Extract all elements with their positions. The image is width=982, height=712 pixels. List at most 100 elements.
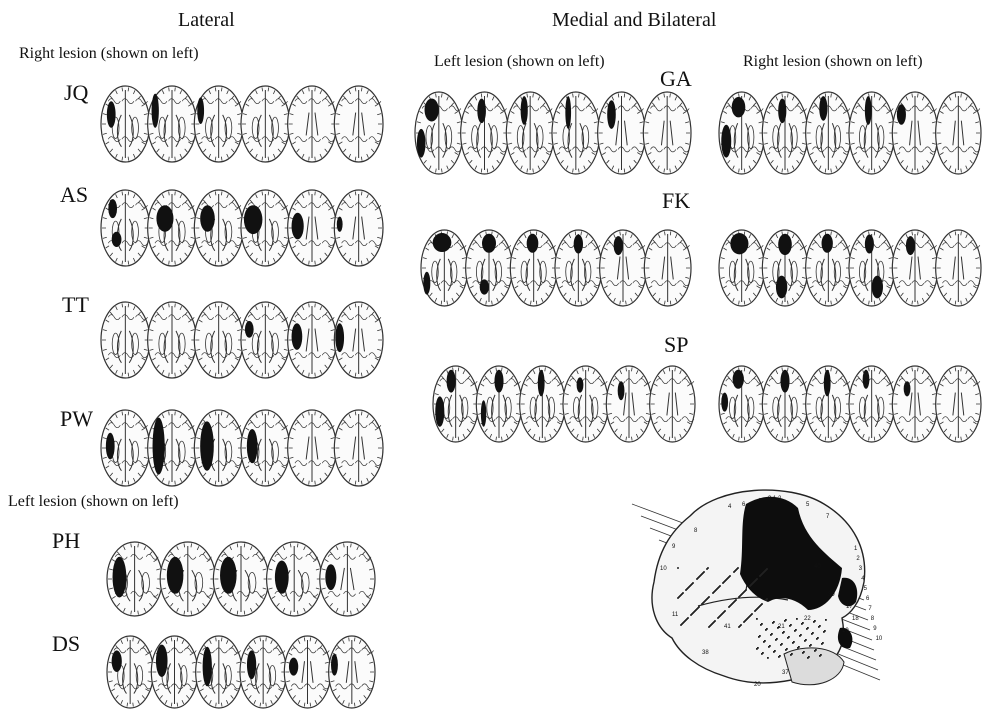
area-number: 19	[842, 628, 849, 634]
lesion-mark	[494, 370, 503, 393]
coronal-section	[334, 410, 383, 486]
coronal-section	[101, 190, 150, 266]
coronal-section	[606, 366, 651, 442]
lesion-mark	[244, 205, 262, 234]
lesion-mark	[721, 393, 728, 412]
lesion-mark	[614, 236, 623, 255]
lesion-mark	[325, 564, 336, 590]
area-number: 21	[778, 624, 785, 630]
lateral-right-lesion-label: Right lesion (shown on left)	[19, 46, 199, 62]
coronal-section	[194, 190, 243, 266]
coronal-section	[194, 302, 243, 378]
area-number: 40	[814, 564, 821, 570]
lesion-mark	[337, 217, 343, 232]
lesion-mark	[417, 129, 426, 158]
brain-sections-ga-left	[414, 90, 692, 176]
coronal-section	[892, 92, 937, 174]
brain-sections-fk-right	[718, 228, 982, 308]
patient-label: JQ	[64, 82, 88, 104]
lesion-mark	[721, 125, 731, 158]
lateral-header: Lateral	[178, 10, 235, 30]
area-number: 20	[754, 682, 761, 688]
lesion-mark	[863, 370, 870, 389]
lesion-mark	[203, 647, 212, 687]
lesion-mark	[865, 96, 872, 125]
section-number: 9	[873, 626, 877, 632]
coronal-section	[598, 92, 646, 174]
brain-sections-ds	[106, 634, 376, 710]
coronal-section	[101, 302, 150, 378]
coronal-section	[650, 366, 695, 442]
lesion-mark	[247, 429, 258, 463]
lesion-mark	[292, 323, 303, 350]
coronal-section	[849, 366, 894, 442]
coronal-section	[267, 542, 322, 616]
coronal-section	[936, 366, 981, 442]
lesion-mark	[112, 650, 122, 672]
area-number: 18	[852, 616, 859, 622]
lesion-mark	[247, 650, 256, 679]
coronal-section	[288, 410, 337, 486]
lesion-mark	[607, 100, 616, 129]
brain-sections-tt	[100, 300, 384, 380]
coronal-section	[563, 366, 608, 442]
coronal-section	[643, 92, 691, 174]
lesion-mark	[200, 421, 214, 470]
coronal-section	[194, 86, 243, 162]
lesion-mark	[521, 96, 528, 125]
section-number: 8	[871, 616, 875, 622]
area-number: 11	[672, 612, 679, 618]
lesion-mark	[872, 276, 883, 299]
lesion-mark	[292, 213, 304, 240]
lesion-mark	[824, 370, 831, 397]
patient-label: PW	[60, 408, 93, 430]
lesion-mark	[423, 272, 430, 295]
area-number: 37	[782, 670, 789, 676]
lesion-mark	[897, 104, 906, 125]
lesion-mark	[618, 381, 625, 400]
lesion-mark	[167, 557, 184, 594]
lesion-mark	[822, 234, 833, 253]
lesion-mark	[107, 101, 116, 128]
medial-right-lesion-label: Right lesion (shown on left)	[743, 54, 923, 70]
patient-label: DS	[52, 633, 80, 655]
lesion-mark	[275, 561, 289, 594]
coronal-section	[600, 230, 647, 306]
lesion-mark	[156, 645, 168, 677]
area-number: 17	[846, 604, 853, 610]
coronal-section	[806, 92, 851, 174]
brain-sections-ga-right	[718, 90, 982, 176]
coronal-section	[936, 230, 981, 306]
lesion-mark	[565, 96, 571, 129]
lesion-mark	[780, 370, 789, 393]
lesion-mark	[482, 234, 496, 253]
coronal-section	[241, 302, 290, 378]
patient-label: TT	[62, 294, 89, 316]
lesion-mark	[481, 400, 486, 427]
coronal-section	[196, 636, 242, 708]
cerebellum	[784, 648, 844, 685]
lesion-mark	[904, 381, 911, 396]
brain-sections-ph	[106, 540, 376, 618]
lesion-mark	[113, 557, 127, 598]
coronal-section	[240, 636, 286, 708]
lesion-mark	[730, 233, 748, 254]
section-number: 10	[876, 636, 883, 642]
patient-label: PH	[52, 530, 80, 552]
lesion-mark	[865, 235, 874, 254]
lesion-mark	[776, 276, 787, 299]
brain-sections-jq	[100, 84, 384, 164]
area-number: 22	[804, 616, 811, 622]
coronal-section	[849, 92, 894, 174]
lesion-mark	[778, 234, 792, 255]
coronal-section	[334, 86, 383, 162]
lesion-mark	[425, 99, 439, 122]
brain-sections-fk-left	[420, 228, 692, 308]
lesion-mark	[289, 658, 298, 676]
brain-sections-as	[100, 188, 384, 268]
lesion-mark	[112, 232, 122, 247]
lesion-mark	[220, 557, 237, 594]
lesion-mark	[480, 279, 489, 294]
lesion-mark	[245, 321, 254, 338]
